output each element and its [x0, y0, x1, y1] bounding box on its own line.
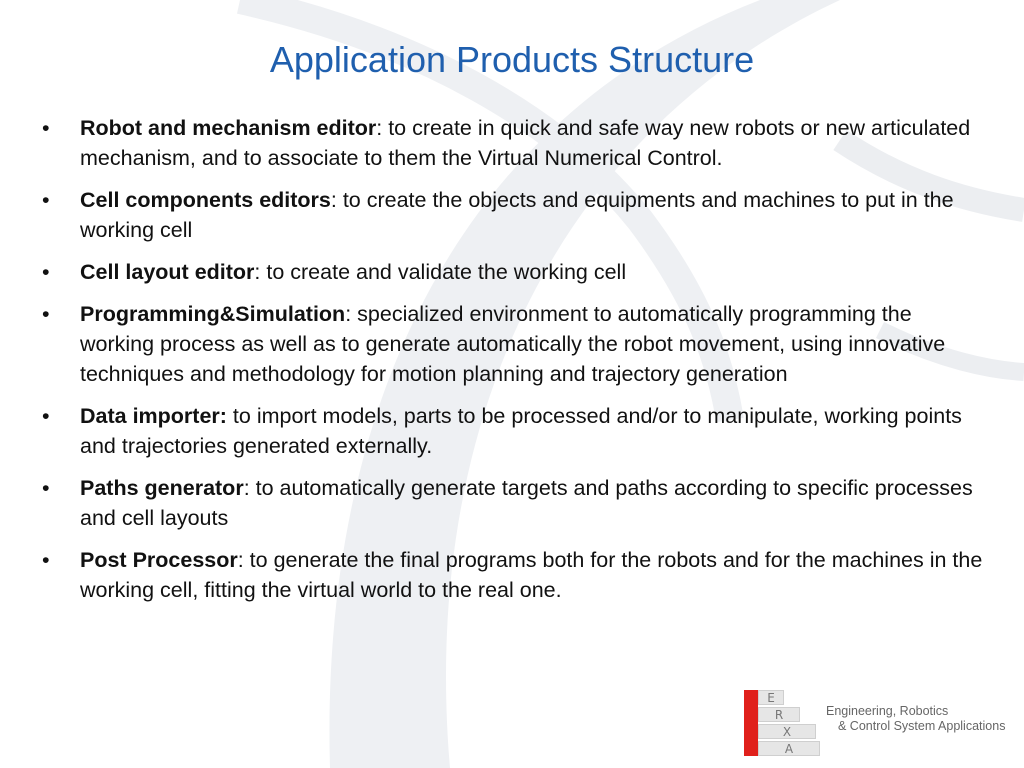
erxa-logo: E R X A Engineering, Robotics & Control …: [744, 690, 1024, 760]
bullet-term: Programming&Simulation: [80, 302, 346, 326]
bullet-term: Post Processor: [80, 548, 238, 572]
logo-tagline: Engineering, Robotics & Control System A…: [826, 704, 1005, 734]
bullet-term: Data importer:: [80, 404, 227, 428]
bullet-term: Paths generator: [80, 476, 244, 500]
bullet-icon: •: [42, 302, 50, 326]
bullet-item: • Programming&Simulation: specialized env…: [40, 299, 985, 389]
logo-line-2: & Control System Applications: [838, 719, 1006, 733]
bullet-item: • Cell layout editor: to create and valid…: [40, 257, 985, 287]
bullet-icon: •: [42, 188, 50, 212]
bullet-text: : to create the objects and equipments a…: [80, 188, 954, 242]
bullet-icon: •: [42, 260, 50, 284]
bullet-item: • Cell components editors: to create the …: [40, 185, 985, 245]
bullet-icon: •: [42, 548, 50, 572]
bullet-icon: •: [42, 116, 50, 140]
bullet-list: • Robot and mechanism editor: to create i…: [40, 113, 985, 617]
bullet-term: Cell components editors: [80, 188, 331, 212]
bullet-icon: •: [42, 404, 50, 428]
bullet-text: : to generate the final programs both fo…: [80, 548, 983, 602]
logo-letter-a: A: [758, 741, 820, 756]
bullet-item: • Paths generator: to automatically gener…: [40, 473, 985, 533]
bullet-text: : to create in quick and safe way new ro…: [80, 116, 971, 170]
bullet-text: : to automatically generate targets and …: [80, 476, 973, 530]
bullet-item: • Robot and mechanism editor: to create i…: [40, 113, 985, 173]
bullet-term: Robot and mechanism editor: [80, 116, 377, 140]
bullet-text: : to create and validate the working cel…: [254, 260, 627, 284]
bullet-icon: •: [42, 476, 50, 500]
bullet-term: Cell layout editor: [80, 260, 255, 284]
logo-letter-x: X: [758, 724, 816, 739]
logo-line-1: Engineering, Robotics: [826, 704, 949, 718]
bullet-text: : specialized environment to automatical…: [80, 302, 946, 386]
logo-letter-r: R: [758, 707, 800, 722]
bullet-item: • Data importer: to import models, parts …: [40, 401, 985, 461]
logo-red-bar: [744, 690, 758, 756]
slide-title: Application Products Structure: [269, 39, 755, 80]
bullet-item: • Post Processor: to generate the final p…: [40, 545, 985, 605]
bullet-text: to import models, parts to be processed …: [80, 404, 962, 458]
logo-blocks: E R X A: [744, 690, 820, 756]
logo-letter-e: E: [758, 690, 784, 705]
